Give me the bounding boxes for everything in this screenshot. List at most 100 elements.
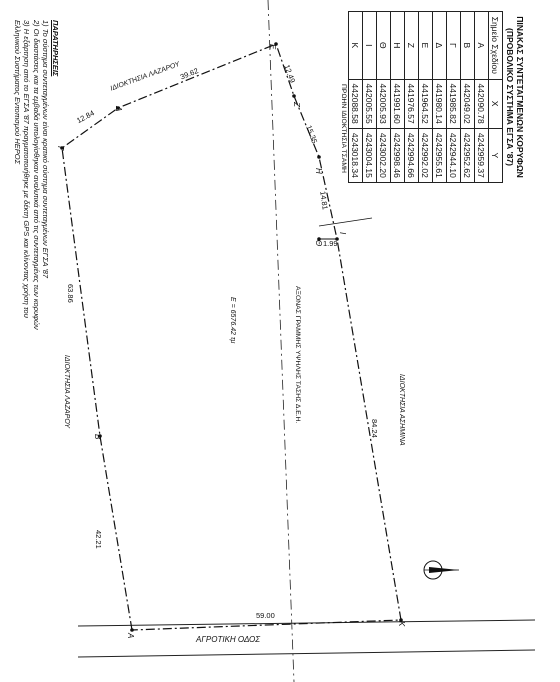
former-owner-text: ΠΡΩΗΝ ΙΔΙΟΚΤΗΣΙΑ ΤΣΑΜΗ	[340, 84, 347, 173]
vertex-th-label: Θ	[314, 240, 323, 246]
notes-title: ΠΑΡΑΤΗΡΗΣΕΙΣ	[51, 20, 60, 77]
table-cell: 4242944.10	[446, 128, 461, 183]
table-header-x: X	[488, 79, 503, 129]
table-cell: 441985.82	[446, 79, 461, 129]
notes-line-1: 1) Το σύστημα συντεταγμένων είναι κρατικ…	[41, 20, 51, 279]
owner-left-label: ΙΔΙΟΚΤΗΣΙΑ ΛΑΖΑΡΟΥ	[63, 355, 70, 429]
distance-i-k: 84.24	[370, 419, 379, 438]
distance-h-th: 14.81	[318, 191, 330, 211]
table-cell: 442005.93	[376, 79, 391, 129]
table-cell: 4242952.62	[460, 128, 475, 183]
table-cell: 442088.58	[348, 79, 363, 129]
vertex-k-label: Κ	[397, 621, 406, 627]
notes-line-2: 2) Οι διαστάσεις και τα εμβαδά υπολογίσθ…	[32, 20, 41, 330]
owner-right-label: ΙΔΙΟΚΤΗΣΙΑ ΑΣΗΜΙΝΑ	[398, 374, 405, 446]
coordinates-table-title: ΠΙΝΑΚΑΣ ΣΥΝΤΕΤΑΓΜΕΝΩΝ ΚΟΡΥΦΩΝ (ΠΡΟΒΟΛΙΚΟ…	[505, 11, 525, 183]
table-cell: Ζ	[404, 11, 419, 80]
distance-z-h: 15.35	[304, 124, 319, 145]
distance-k-a: 59.00	[256, 611, 275, 620]
table-header-y: Y	[488, 128, 503, 183]
vertex-h-label: Η	[314, 168, 323, 174]
table-cell: Β	[460, 11, 475, 80]
vertex-z-label: Ζ	[292, 101, 301, 108]
table-cell: Δ	[432, 11, 447, 80]
notes-line-3: 3) Η εξάρτηση από το ΕΓΣΑ '87 πραγματοπο…	[22, 20, 32, 318]
table-cell: 4242955.61	[432, 128, 447, 183]
table-cell: Θ	[376, 11, 391, 80]
table-cell: Η	[390, 11, 405, 80]
table-cell: 4243002.20	[376, 128, 391, 183]
table-cell: 442005.55	[362, 79, 377, 129]
owner-top-label: ΙΔΙΟΚΤΗΣΙΑ ΛΑΖΑΡΟΥ	[110, 61, 182, 93]
table-cell: Ε	[418, 11, 433, 80]
coordinates-table-rotated: ΠΙΝΑΚΑΣ ΣΥΝΤΕΤΑΓΜΕΝΩΝ ΚΟΡΥΦΩΝ (ΠΡΟΒΟΛΙΚΟ…	[348, 11, 525, 183]
table-cell: 441991.60	[390, 79, 405, 129]
table-cell: 4242998.46	[390, 128, 405, 183]
former-owner-label: ΠΡΩΗΝ ΙΔΙΟΚΤΗΣΙΑ ΤΣΑΜΗ	[340, 84, 347, 173]
vertex-a-marker	[130, 628, 134, 632]
notes-line-4: Ελληνικού Συστήματος Εντοπισμού ΗΕΡΟΣ	[13, 20, 22, 165]
distance-th-i: 1.99	[323, 239, 338, 248]
table-header-row: Σημείο Σχεδίου X Y	[488, 11, 503, 183]
vertex-markers	[60, 42, 403, 632]
vertex-g-label: Γ	[56, 146, 65, 151]
vertex-i-label: Ι	[338, 232, 347, 235]
distance-b-g: 63.86	[66, 284, 75, 303]
vertex-a-label: Α	[126, 632, 135, 638]
table-cell: 441980.14	[432, 79, 447, 129]
table-cell: 442090.78	[474, 79, 489, 129]
table-cell: 442049.02	[460, 79, 475, 129]
distance-a-b: 42.21	[94, 530, 103, 549]
vertex-z-marker	[292, 94, 296, 98]
distance-g-d: 12.84	[75, 108, 96, 125]
table-cell: Α	[474, 11, 489, 80]
table-cell: 4242959.37	[474, 128, 489, 183]
table-cell: 4243004.15	[362, 128, 377, 183]
vertex-th-marker	[317, 237, 321, 241]
table-cell: Γ	[446, 11, 461, 80]
table-cell: Κ	[348, 11, 363, 80]
vertex-b-marker	[98, 434, 102, 438]
table-cell: 4243018.34	[348, 128, 363, 183]
vertex-e-marker	[274, 42, 278, 46]
area-label: Ε = 6576.42 τμ	[229, 297, 236, 344]
vertex-i-marker	[335, 237, 339, 241]
power-line-axis	[267, 0, 295, 682]
table-cell: Ι	[362, 11, 377, 80]
table-cell: 441964.52	[418, 79, 433, 129]
vertex-e-label: Ε	[268, 44, 277, 50]
parcel-boundary	[61, 43, 402, 631]
vertex-b-label: Β	[93, 434, 102, 440]
theta-tick	[318, 217, 373, 227]
vertex-h-marker	[317, 155, 321, 159]
north-arrow-icon	[423, 560, 459, 580]
distance-e-z: 12.49	[282, 63, 297, 84]
road-line-bottom	[77, 649, 536, 658]
notes-block: ΠΑΡΑΤΗΡΗΣΕΙΣ 1) Το σύστημα συντεταγμένων…	[0, 20, 60, 380]
road-label: ΑΓΡΟΤΙΚΗ ΟΔΟΣ	[195, 635, 261, 644]
coordinates-table-title-line2: (ΠΡΟΒΟΛΙΚΟ ΣΥΣΤΗΜΑ ΕΓΣΑ '87)	[505, 28, 515, 166]
vertex-d-label: Δ	[114, 105, 123, 111]
table-header-point: Σημείο Σχεδίου	[488, 11, 503, 80]
coordinates-table-wrap: ΠΙΝΑΚΑΣ ΣΥΝΤΕΤΑΓΜΕΝΩΝ ΚΟΡΥΦΩΝ (ΠΡΟΒΟΛΙΚΟ…	[348, 0, 553, 190]
vertex-k-marker	[399, 618, 403, 622]
table-cell: 441976.57	[404, 79, 419, 129]
coordinates-table-title-line1: ΠΙΝΑΚΑΣ ΣΥΝΤΕΤΑΓΜΕΝΩΝ ΚΟΡΥΦΩΝ	[515, 16, 525, 178]
table-cell: 4242992.02	[418, 128, 433, 183]
table-cell: 4242994.66	[404, 128, 419, 183]
power-line-label: ΑΞΟΝΑΣ ΓΡΑΜΜΗΣ ΥΨΗΛΗΣ ΤΑΣΗΣ Δ.Ε.Η.	[294, 286, 301, 424]
vertex-d-marker	[116, 106, 120, 110]
vertex-g-marker	[60, 146, 64, 150]
